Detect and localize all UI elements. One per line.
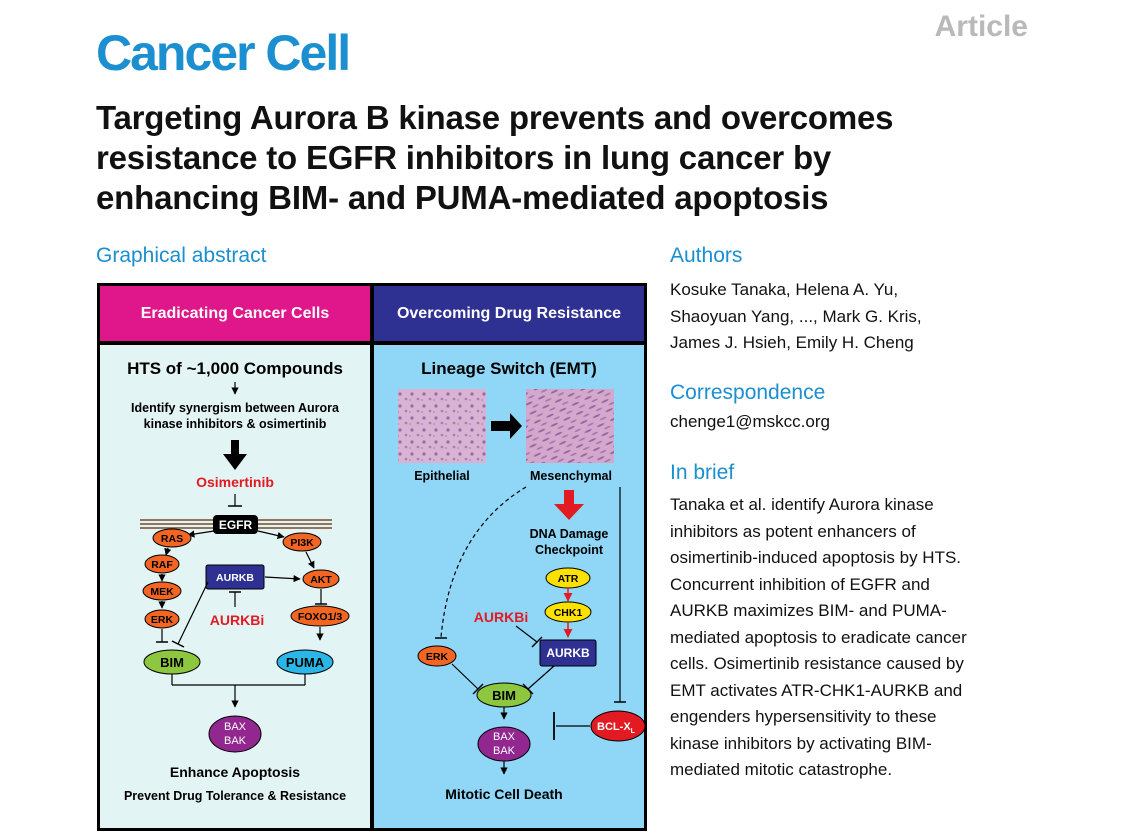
article-type: Article [934,10,1028,43]
bak-label: BAK [224,735,247,747]
in-brief-line: cells. Osimertinib resistance caused by [670,654,964,673]
right-panel-header: Overcoming Drug Resistance [397,305,621,322]
right-bax-label: BAX [493,731,516,743]
aurkb-label: AURKB [216,572,254,584]
synergy-line-1: Identify synergism between Aurora [131,401,340,415]
dna-damage-1: DNA Damage [530,527,609,541]
right-aurkb-label: AURKB [546,646,590,660]
mek-node [142,581,182,601]
right-aurkb-node [539,639,597,667]
right-erk-label: ERK [426,651,449,663]
title-line: resistance to EGFR inhibitors in lung ca… [96,139,832,176]
bcl-node [590,710,646,742]
bcl-subscript: L [631,728,636,735]
erk-label: ERK [151,614,174,626]
author-line: Shaoyuan Yang, ..., Mark G. Kris, [670,306,922,326]
epithelial-label: Epithelial [414,469,470,483]
title-line: enhancing BIM- and PUMA-mediated apoptos… [96,179,829,216]
erk-node [144,609,180,629]
correspondence-email[interactable]: chenge1@mskcc.org [670,412,830,431]
pi3k-node [282,532,322,552]
author-line: James J. Hsieh, Emily H. Cheng [670,333,914,352]
mitotic-death-label: Mitotic Cell Death [445,786,562,802]
author-list: Kosuke Tanaka, Helena A. Yu, Shaoyuan Ya… [670,277,922,357]
left-panel-header-bg [100,286,370,341]
chk1-label: CHK1 [554,607,583,619]
right-bak-label: BAK [493,745,516,757]
ras-label: RAS [161,533,183,545]
graphical-abstract: Eradicating Cancer Cells Overcoming Drug… [96,282,648,832]
akt-node [302,569,340,589]
osimertinib-label: Osimertinib [196,474,274,490]
bcl-label: BCL-XL [597,721,636,735]
in-brief-line: AURKB maximizes BIM- and PUMA- [670,601,947,620]
egfr-label: EGFR [219,518,253,532]
in-brief-line: osimertinib-induced apoptosis by HTS. [670,548,962,567]
pi3k-label: PI3K [290,537,314,549]
aurkbi-label: AURKBi [210,612,264,628]
raf-node [144,554,180,574]
correspondence-heading: Correspondence [670,381,826,404]
outcome-enhance: Enhance Apoptosis [170,764,300,780]
ras-node [152,528,192,548]
in-brief-line: inhibitors as potent enhancers of [670,521,916,541]
in-brief-line: mediated mitotic catastrophe. [670,760,893,779]
outcome-prevent: Prevent Drug Tolerance & Resistance [124,789,346,803]
in-brief-line: EMT activates ATR-CHK1-AURKB and [670,680,963,700]
right-bim-label: BIM [492,688,516,703]
journal-name: Cancer Cell [96,25,351,81]
aurkb-node [205,564,265,590]
in-brief-line: kinase inhibitors by activating BIM- [670,733,932,753]
in-brief-line: Concurrent inhibition of EGFR and [670,574,930,594]
right-panel-header-bg [374,286,644,341]
authors-heading: Authors [670,244,743,267]
foxo-node [290,605,350,627]
bax-label: BAX [224,721,247,733]
bim-label: BIM [160,655,184,670]
hts-label: HTS of ~1,000 Compounds [127,359,343,378]
title-line: Targeting Aurora B kinase prevents and o… [96,99,894,136]
raf-label: RAF [151,559,173,571]
puma-label: PUMA [286,655,325,670]
foxo-label: FOXO1/3 [298,611,343,623]
in-brief-line: engenders hypersensitivity to these [670,707,937,726]
mesenchymal-label: Mesenchymal [530,469,612,483]
left-panel-header: Eradicating Cancer Cells [141,305,330,322]
article-title: Targeting Aurora B kinase prevents and o… [96,98,1056,218]
mek-label: MEK [150,586,174,598]
author-line: Kosuke Tanaka, Helena A. Yu, [670,280,899,299]
big-down-arrow [223,440,247,470]
graphical-abstract-heading: Graphical abstract [96,244,267,267]
bax-bak-node [208,715,262,753]
atr-label: ATR [558,573,579,585]
right-aurkbi-label: AURKBi [474,609,528,625]
lineage-label: Lineage Switch (EMT) [421,359,597,378]
red-down-arrow [554,490,584,520]
epithelial-image [398,389,486,463]
akt-label: AKT [310,574,332,586]
right-erk-node [417,645,457,667]
bcl-main: BCL-X [597,721,631,733]
egfr-node [213,515,258,534]
dna-damage-2: Checkpoint [535,543,604,557]
in-brief-text: Tanaka et al. identify Aurora kinase inh… [670,492,967,784]
in-brief-line: mediated apoptosis to eradicate cancer [670,627,967,647]
in-brief-heading: In brief [670,461,735,484]
mesenchymal-image [526,389,614,463]
in-brief-line: Tanaka et al. identify Aurora kinase [670,495,934,514]
emt-arrow [491,413,522,439]
synergy-line-2: kinase inhibitors & osimertinib [144,417,327,431]
